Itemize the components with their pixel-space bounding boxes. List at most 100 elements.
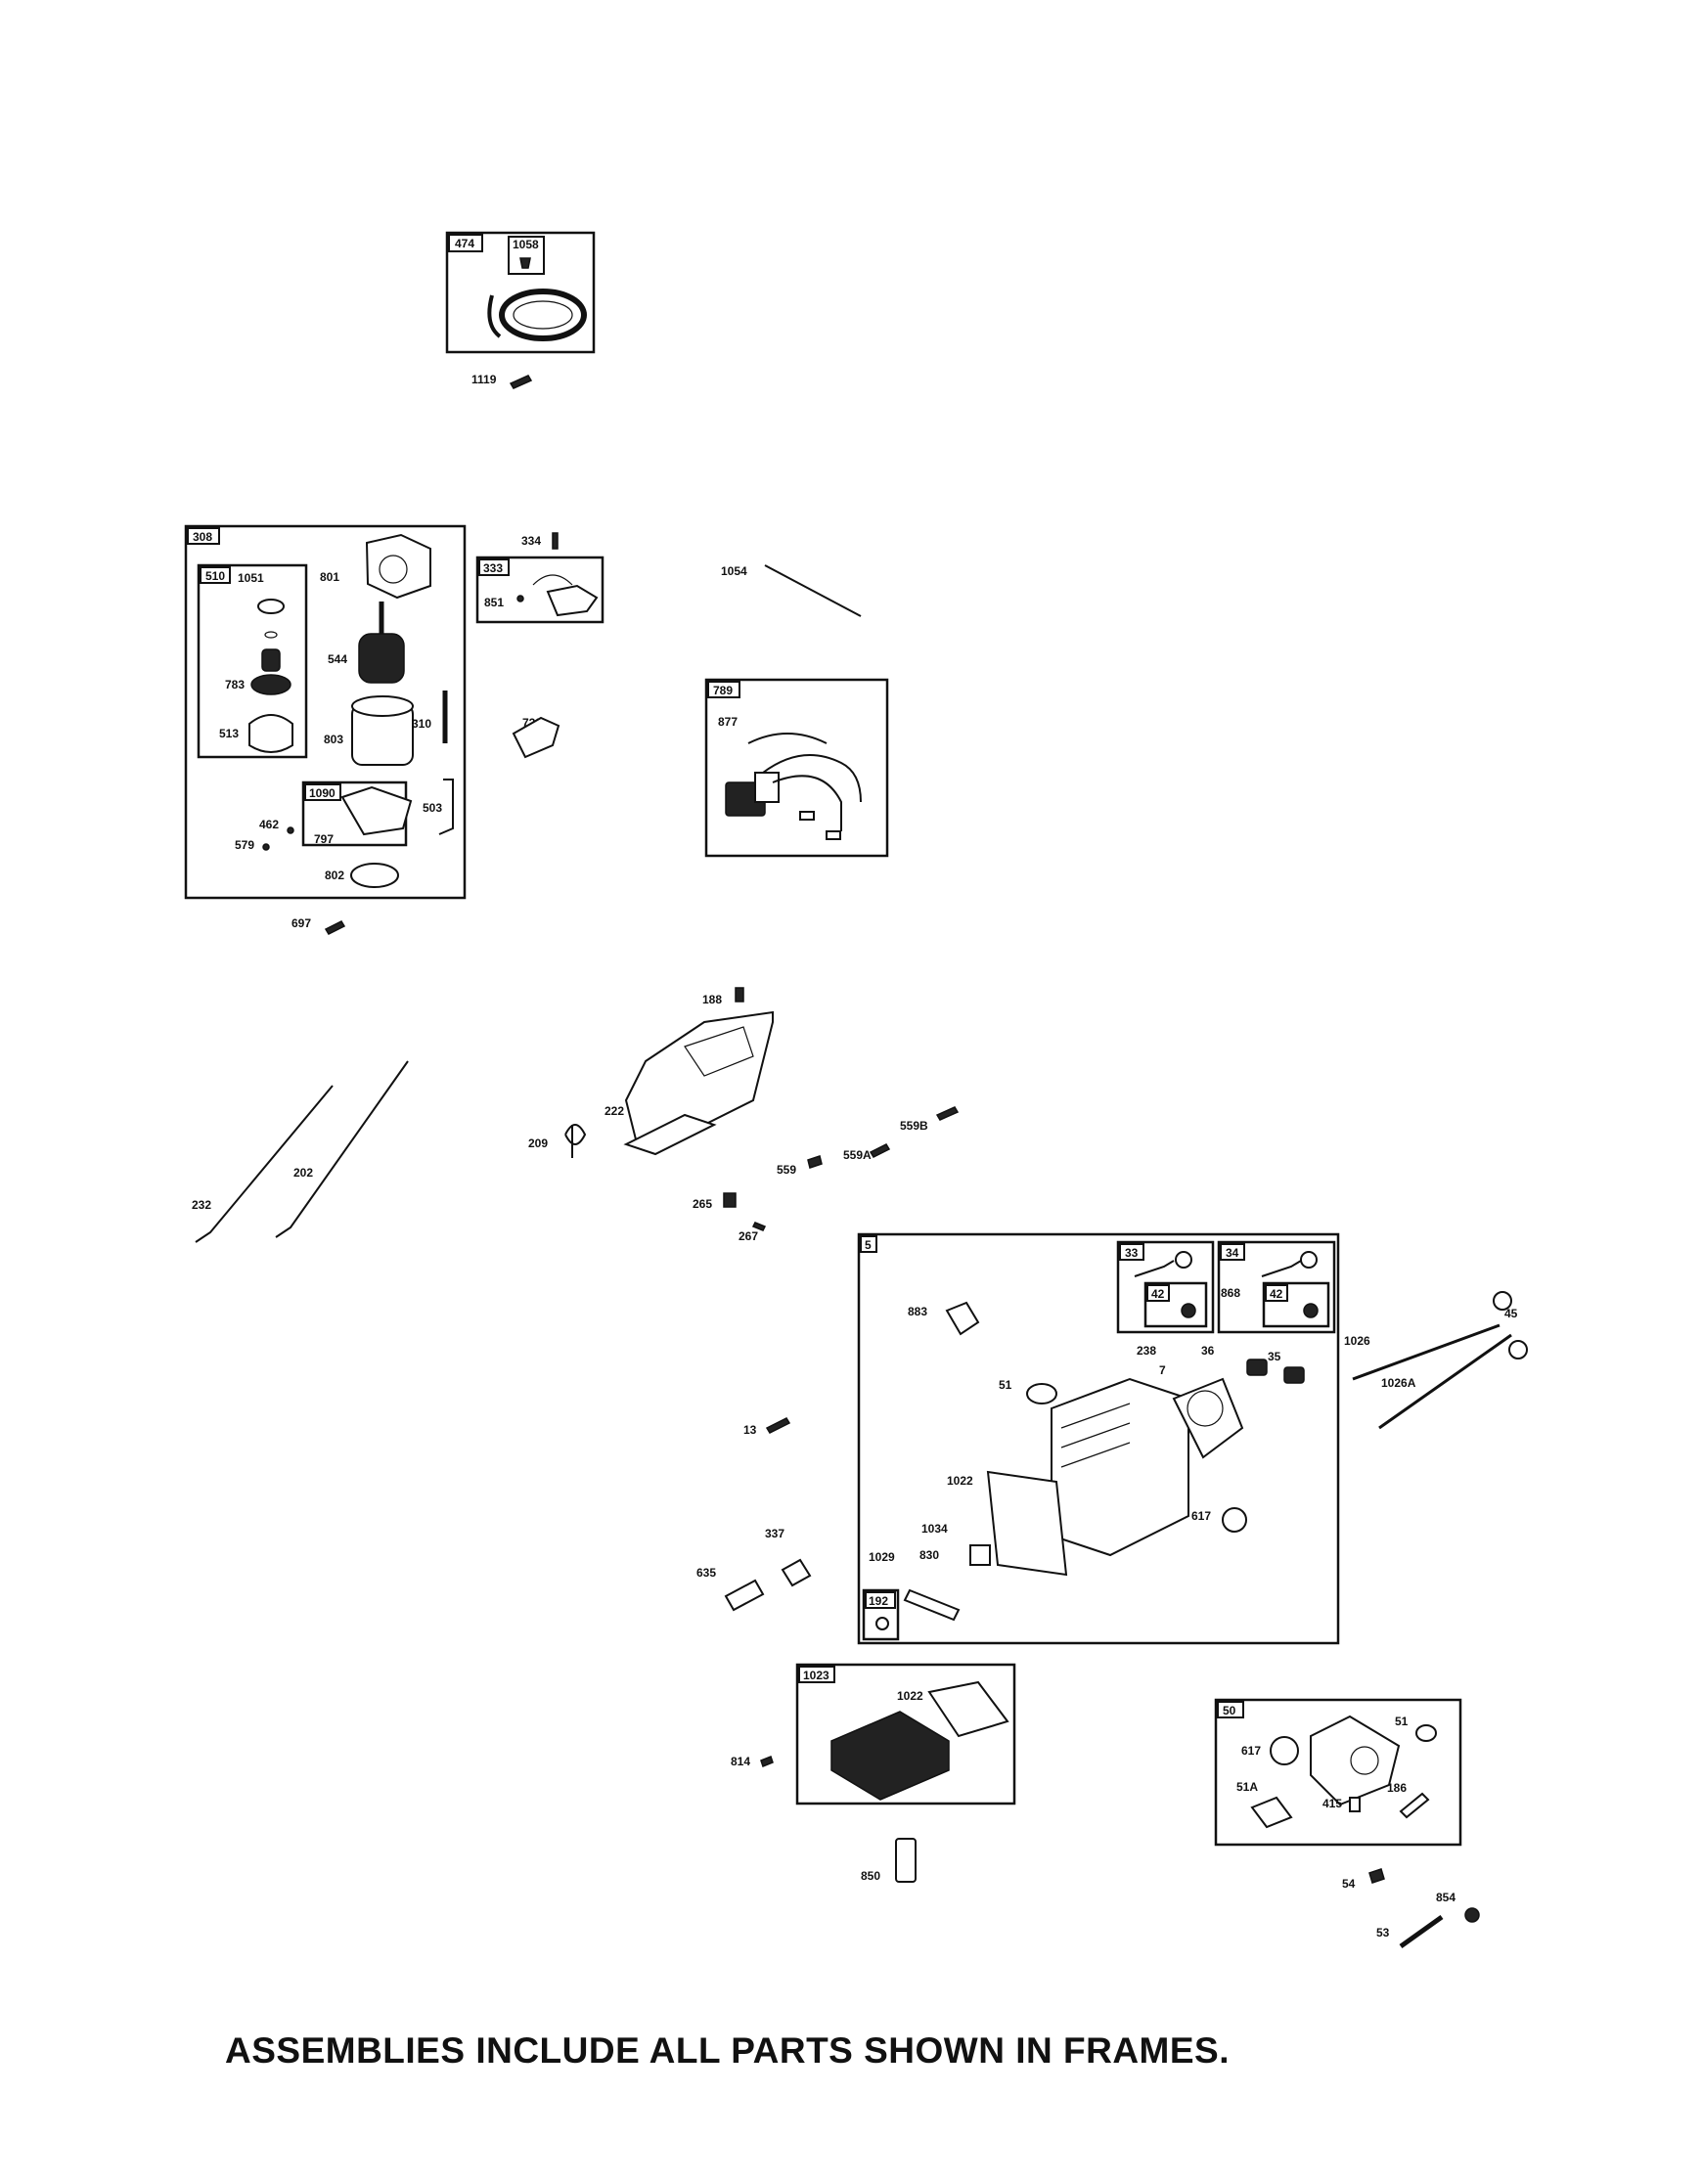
nut-icon (1464, 1907, 1480, 1923)
gasket-icon (1250, 1796, 1293, 1829)
assembly-frame-50: 50 (1214, 1698, 1462, 1847)
callout-830: 830 (919, 1548, 939, 1562)
callout-7: 7 (1159, 1363, 1166, 1377)
callout-45: 45 (1504, 1307, 1518, 1320)
callout-53: 53 (1376, 1926, 1390, 1939)
assembly-frame-5: 5 33 42 34 42 192 (857, 1232, 1340, 1645)
assembly-frame-789: 789 (704, 678, 889, 858)
frame-label-333: 333 (483, 561, 503, 575)
wiring-harness-icon (725, 733, 862, 840)
gasket-icon (945, 1301, 980, 1336)
valve-cover-icon (830, 1680, 1009, 1801)
valve-head-icon (1508, 1340, 1528, 1359)
callout-544: 544 (328, 652, 347, 666)
callout-238: 238 (1137, 1344, 1156, 1358)
stud-icon (1399, 1914, 1444, 1949)
breather-plate-icon (969, 1544, 991, 1566)
callout-1026: 1026 (1344, 1334, 1370, 1348)
callout-1051: 1051 (238, 571, 264, 585)
frame-label-1058: 1058 (513, 238, 539, 251)
callout-1119: 1119 (471, 373, 497, 386)
callout-854: 854 (1436, 1891, 1456, 1904)
callout-1026A: 1026A (1381, 1376, 1416, 1390)
frame-label-42-right: 42 (1270, 1287, 1283, 1301)
callout-513: 513 (219, 727, 239, 740)
callout-51A: 51A (1236, 1780, 1258, 1794)
breather-tube-icon (903, 1588, 961, 1622)
nut-icon (723, 1192, 737, 1208)
gasket-icon (1415, 1724, 1437, 1742)
callout-35: 35 (1268, 1350, 1281, 1363)
callout-462: 462 (259, 818, 279, 831)
callout-186: 186 (1387, 1781, 1407, 1795)
governor-link-icon (195, 1085, 334, 1243)
callout-877: 877 (718, 715, 738, 729)
callout-503: 503 (423, 801, 442, 815)
frame-label-789: 789 (713, 684, 733, 697)
push-rod-icon (1352, 1323, 1500, 1381)
assembly-frame-333: 333 (475, 556, 605, 624)
bolt-icon (765, 1417, 791, 1434)
screw-icon (735, 987, 744, 1003)
screw-icon (552, 532, 559, 550)
assembly-frame-474: 474 1058 (445, 231, 596, 354)
ignition-armature-icon (487, 289, 587, 341)
assembly-frame-1023: 1023 (795, 1663, 1016, 1805)
callout-1022-cover: 1022 (897, 1689, 923, 1703)
callout-310: 310 (412, 717, 431, 731)
cable-tie-icon (764, 564, 862, 617)
callout-697: 697 (291, 916, 311, 930)
callout-559: 559 (777, 1163, 796, 1177)
spark-plug-boot-icon (724, 1579, 765, 1612)
callout-337: 337 (765, 1527, 784, 1540)
callout-415: 415 (1322, 1797, 1342, 1810)
callout-222: 222 (605, 1104, 624, 1118)
callout-850: 850 (861, 1869, 880, 1883)
bolt-icon (509, 375, 533, 389)
frame-label-34: 34 (1226, 1246, 1239, 1260)
frame-label-42-left: 42 (1151, 1287, 1165, 1301)
spring-icon (564, 1124, 587, 1158)
choke-link-icon (275, 1060, 409, 1238)
callout-851: 851 (484, 596, 504, 609)
callout-232: 232 (192, 1198, 211, 1212)
callout-802: 802 (325, 869, 344, 882)
intake-manifold-icon (1310, 1715, 1401, 1806)
callout-54: 54 (1342, 1877, 1356, 1891)
fitting-icon (1399, 1792, 1430, 1819)
callout-617-manifold: 617 (1241, 1744, 1261, 1758)
assembly-frame-308: 308 510 1090 (184, 524, 467, 900)
callout-559B: 559B (900, 1119, 928, 1133)
callout-13: 13 (743, 1423, 757, 1437)
callout-617: 617 (1191, 1509, 1211, 1523)
callout-559A: 559A (843, 1148, 872, 1162)
callout-814: 814 (731, 1755, 750, 1768)
starter-motor-icon (340, 533, 431, 888)
starter-drive-icon (248, 599, 293, 753)
control-bracket-icon (623, 1010, 774, 1156)
frame-label-192: 192 (869, 1594, 888, 1608)
frame-label-5: 5 (865, 1238, 872, 1252)
cylinder-head-icon (986, 1377, 1244, 1577)
callout-202: 202 (293, 1166, 313, 1180)
callout-797: 797 (314, 832, 334, 846)
callout-868: 868 (1221, 1286, 1240, 1300)
o-ring-icon (1270, 1736, 1299, 1765)
gasket-icon (1026, 1383, 1057, 1404)
bolt-icon (869, 1143, 891, 1158)
frame-label-474: 474 (455, 237, 474, 250)
callout-801: 801 (320, 570, 339, 584)
spring-icon (1246, 1359, 1268, 1376)
callout-188: 188 (702, 993, 722, 1006)
bolt-icon (807, 1155, 823, 1169)
callout-1022: 1022 (947, 1474, 973, 1488)
fitting-icon (1349, 1797, 1361, 1812)
callout-51-manifold: 51 (1395, 1715, 1409, 1728)
frame-label-510: 510 (205, 569, 225, 583)
callout-51: 51 (999, 1378, 1012, 1392)
assembly-note: ASSEMBLIES INCLUDE ALL PARTS SHOWN IN FR… (225, 2030, 1231, 2071)
callout-267: 267 (739, 1229, 758, 1243)
frame-label-1023: 1023 (803, 1669, 829, 1682)
callout-803: 803 (324, 733, 343, 746)
